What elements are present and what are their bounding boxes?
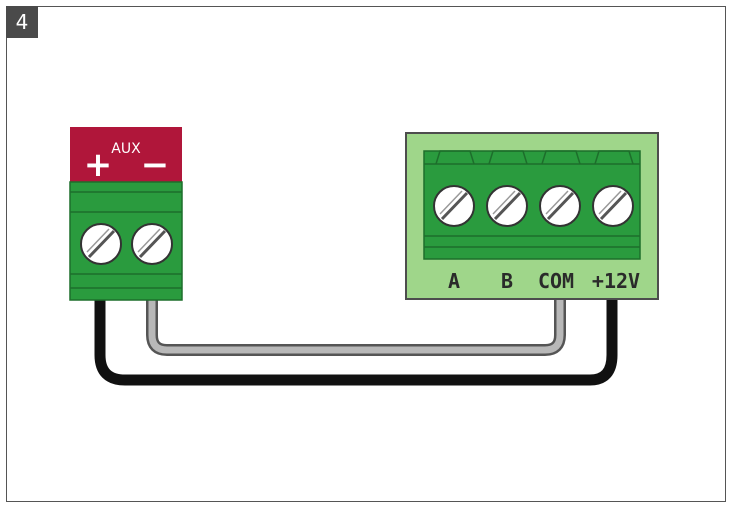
aux-plus-label: +: [84, 145, 113, 185]
bus-screw-12v: [592, 185, 634, 227]
bus-screw-a: [433, 185, 475, 227]
terminal-label-com: COM: [538, 269, 574, 293]
grey-wire: [146, 290, 566, 356]
bus-screw-com: [539, 185, 581, 227]
aux-plus-screw: [80, 223, 122, 265]
step-number-badge: 4: [6, 6, 38, 38]
terminal-label-12v: +12V: [592, 269, 640, 293]
aux-title-label: AUX: [111, 141, 141, 157]
terminal-label-a: A: [448, 269, 460, 293]
aux-minus-label: −: [141, 145, 170, 185]
terminal-label-b: B: [501, 269, 513, 293]
black-wire: [94, 290, 618, 386]
grey-wire-inner: [148, 292, 564, 354]
aux-header: [70, 127, 182, 182]
bus-screw-b: [486, 185, 528, 227]
aux-terminal-block: + AUX −: [69, 127, 183, 301]
aux-minus-screw: [131, 223, 173, 265]
bus-terminal-block: A B COM +12V: [405, 132, 659, 300]
wires: [94, 290, 618, 386]
